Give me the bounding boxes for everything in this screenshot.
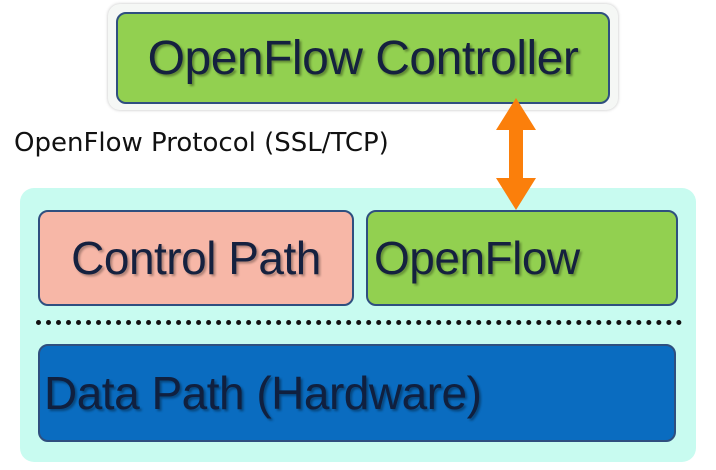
control-data-divider (36, 320, 682, 325)
data-path-label: Data Path (Hardware) (44, 367, 482, 419)
control-path-label: Control Path (71, 232, 321, 284)
openflow-agent-box: OpenFlow (366, 210, 678, 306)
control-path-box: Control Path (38, 210, 354, 306)
bidirectional-arrow-icon (496, 98, 536, 210)
arrow-shape (496, 98, 536, 210)
openflow-agent-label: OpenFlow (374, 232, 580, 284)
openflow-protocol-label: OpenFlow Protocol (SSL/TCP) (14, 128, 389, 158)
openflow-controller-label: OpenFlow Controller (147, 31, 579, 85)
data-path-box: Data Path (Hardware) (38, 344, 676, 442)
openflow-controller-box: OpenFlow Controller (116, 12, 610, 104)
